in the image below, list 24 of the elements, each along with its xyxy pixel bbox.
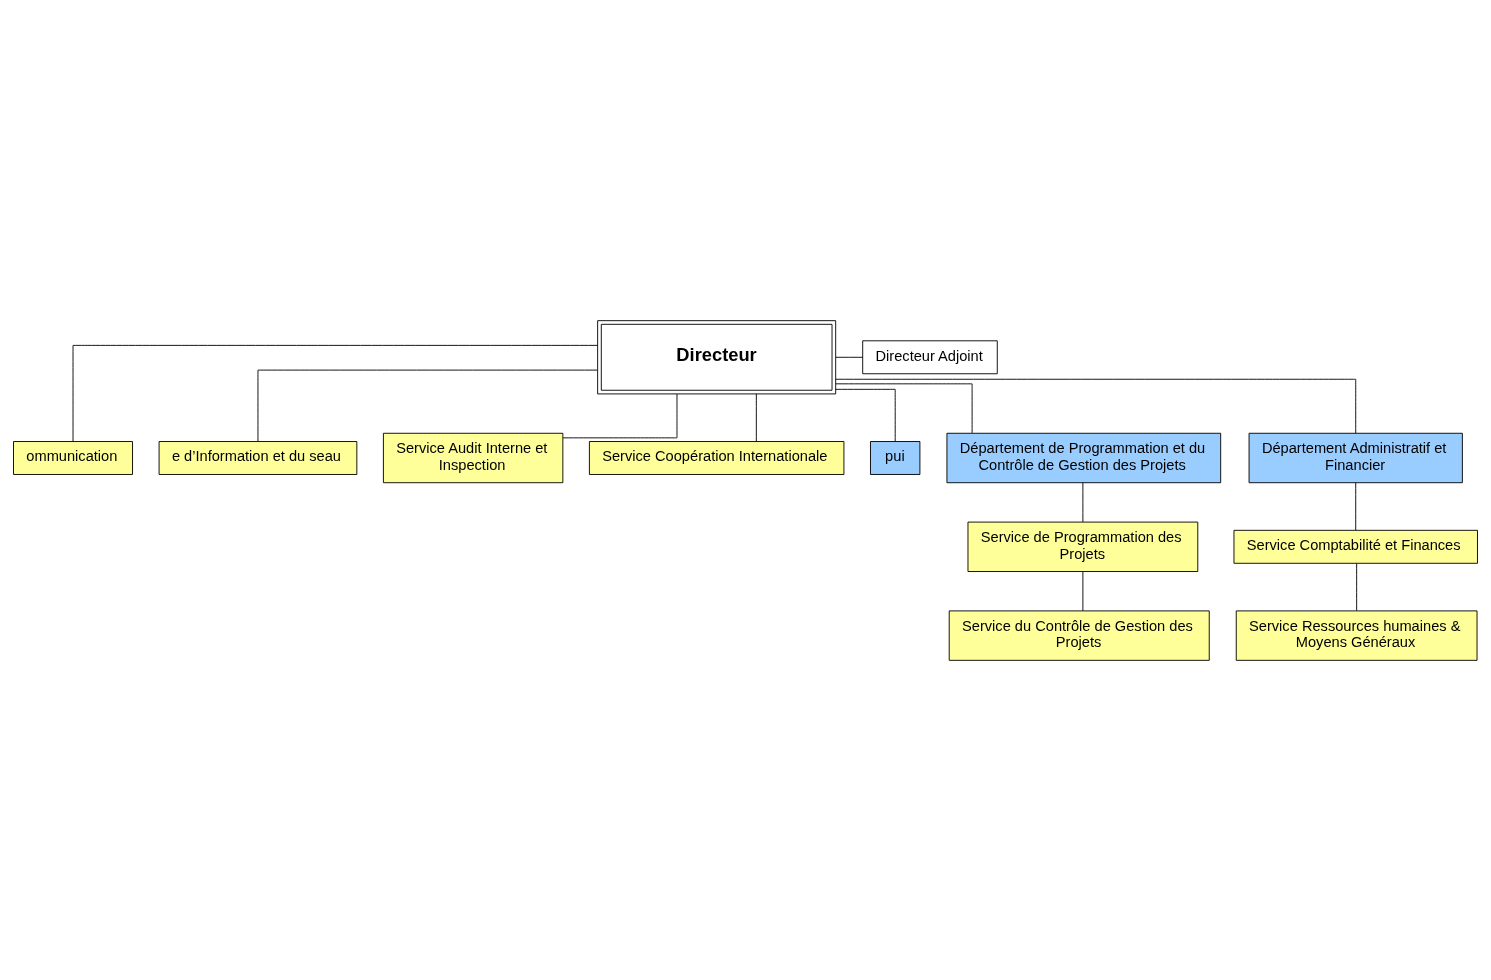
node-box: e d’Information et du seau <box>158 440 358 475</box>
connector <box>257 369 598 442</box>
node-box: pui <box>870 440 921 475</box>
node-box: Département de Programmation et du Contrôle de Gestion des Projets <box>946 432 1222 483</box>
node-box: Service Audit Interne et Inspection <box>382 432 564 483</box>
node-box: Directeur Adjoint <box>862 339 998 374</box>
connector <box>72 344 598 442</box>
connector <box>755 392 757 442</box>
node-box: Service du Contrôle de Gestion des Projets <box>948 609 1210 661</box>
node-box: Département Administratif et Financier <box>1248 432 1463 483</box>
node-box: Service Ressources humaines & Moyens Généraux <box>1235 609 1478 661</box>
node-box: ommunication <box>13 440 133 475</box>
connector <box>835 356 864 358</box>
connector <box>835 382 973 433</box>
connector <box>1082 481 1084 522</box>
connector <box>1355 481 1357 530</box>
connector <box>562 393 678 438</box>
connector <box>1082 570 1084 611</box>
connector <box>1356 562 1358 611</box>
node-box: Service Coopération Internationale <box>588 440 845 475</box>
node-box: Service de Programmation des Projets <box>967 521 1199 572</box>
connector <box>835 378 1357 434</box>
connector <box>835 388 896 442</box>
node-box: Service Comptabilité et Finances <box>1233 529 1478 564</box>
